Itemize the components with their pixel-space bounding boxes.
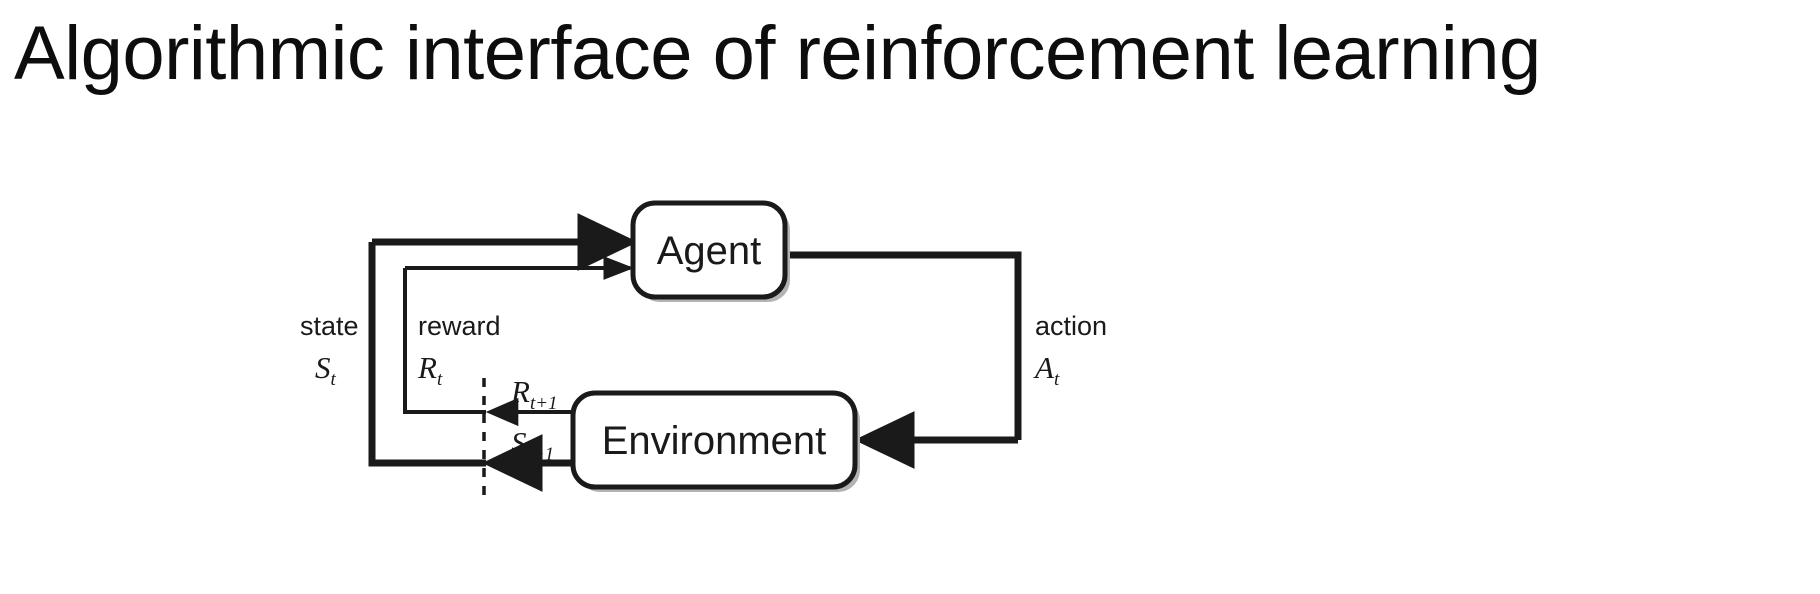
rl-agent-environment-diagram: Agent Environment state St reward Rt xyxy=(0,150,1540,510)
agent-box-label: Agent xyxy=(657,229,762,273)
action-signal-label-group: action At xyxy=(1033,311,1107,390)
next-reward-symbol: Rt+1 xyxy=(510,374,558,414)
reward-symbol: Rt xyxy=(417,350,443,390)
reward-label: reward xyxy=(418,311,501,341)
state-label: state xyxy=(300,311,359,341)
next-state-symbol-subscript: t+1 xyxy=(527,444,555,465)
action-symbol: At xyxy=(1033,350,1060,390)
reward-symbol-subscript: t xyxy=(437,369,443,390)
environment-node[interactable]: Environment xyxy=(570,390,860,492)
action-symbol-base: A xyxy=(1033,350,1055,385)
reward-signal-label-group: reward Rt xyxy=(417,311,501,390)
next-state-symbol-base: S xyxy=(511,425,527,460)
next-reward-symbol-subscript: t+1 xyxy=(530,393,558,414)
reward-edge xyxy=(403,256,634,414)
state-symbol-subscript: t xyxy=(331,369,337,390)
reward-symbol-base: R xyxy=(417,350,437,385)
environment-box xyxy=(570,390,858,490)
agent-box xyxy=(630,200,788,300)
next-state-symbol: St+1 xyxy=(511,425,554,465)
state-symbol-base: S xyxy=(315,350,331,385)
environment-box-label: Environment xyxy=(602,419,827,463)
action-edge xyxy=(790,251,1022,469)
action-symbol-subscript: t xyxy=(1054,369,1060,390)
state-signal-label-group: state St xyxy=(300,311,359,390)
agent-node[interactable]: Agent xyxy=(630,200,790,302)
next-reward-symbol-base: R xyxy=(510,374,530,409)
page-title: Algorithmic interface of reinforcement l… xyxy=(14,11,1541,96)
action-label: action xyxy=(1035,311,1107,341)
state-symbol: St xyxy=(315,350,337,390)
state-edge xyxy=(368,213,638,467)
